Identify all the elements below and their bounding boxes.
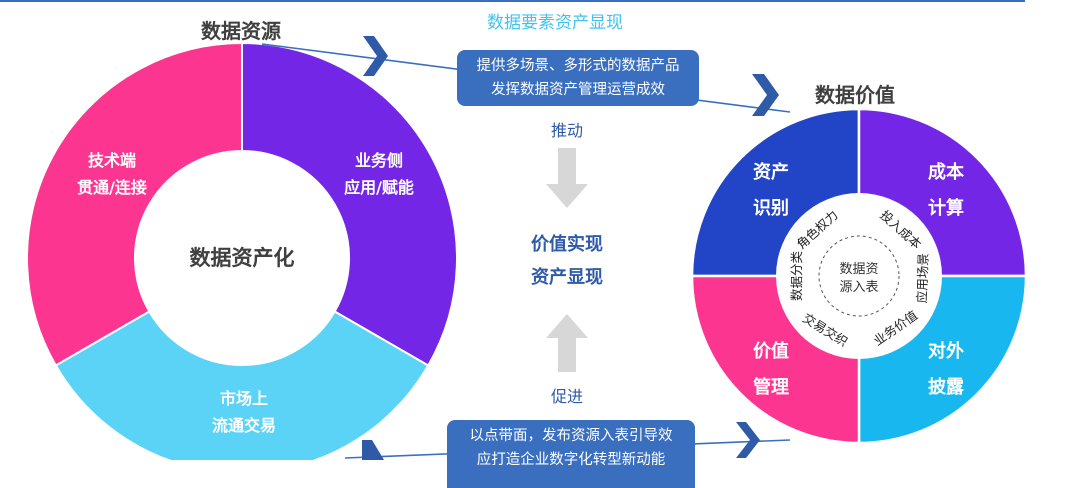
arrow-down-icon bbox=[546, 148, 588, 208]
left-segment-label: 应用/赋能 bbox=[344, 178, 414, 197]
left-segment-label: 技术端 bbox=[88, 151, 136, 170]
left-segment-label: 流通交易 bbox=[212, 416, 276, 435]
right-inner-disc bbox=[776, 193, 942, 359]
top-box-line: 发挥数据资产管理运营成效 bbox=[491, 82, 665, 98]
chevron-icon bbox=[736, 422, 760, 458]
bottom-box-line: 应打造企业数字化转型新动能 bbox=[476, 452, 666, 468]
bottom-text-box: 以点带面，发布资源入表引导效 应打造企业数字化转型新动能 bbox=[447, 420, 695, 488]
right-dashed-circle bbox=[818, 235, 900, 317]
top-rule bbox=[0, 0, 1025, 2]
right-quadrant-label: 对外 bbox=[928, 340, 964, 362]
arrow-up-icon bbox=[546, 314, 588, 372]
diagram-stage: 技术端贯通/连接 业务侧应用/赋能市场上流通交易 数据资产化 资产识别 成本计算对外披… bbox=[0, 0, 1028, 488]
right-quadrant-label: 识别 bbox=[753, 198, 789, 219]
right-inner-label: 数据分类 bbox=[789, 251, 804, 302]
right-title: 数据价值 bbox=[815, 83, 895, 107]
right-center-label: 源入表 bbox=[839, 280, 878, 295]
right-quadrant-label: 资产 bbox=[753, 161, 789, 183]
right-quadrant-label: 计算 bbox=[928, 197, 964, 219]
right-donut-chart: 资产识别成本计算对外披露价值管理数据资源入表角色权力投入成本应用场景业务价值交易… bbox=[690, 107, 1028, 445]
top-box-line: 提供多场景、多形式的数据产品 bbox=[476, 58, 680, 74]
chevron-icon bbox=[752, 74, 779, 116]
top-caption: 数据要素资产显现 bbox=[487, 13, 623, 33]
left-segment-label: 市场上 bbox=[220, 389, 268, 408]
middle-text: 价值实现 资产显现 bbox=[505, 228, 629, 294]
left-center-label: 数据资产化 bbox=[190, 246, 295, 270]
chevron-icon bbox=[362, 440, 384, 460]
middle-line: 资产显现 bbox=[531, 267, 603, 288]
left-donut-hole bbox=[135, 151, 349, 365]
top-text-box: 提供多场景、多形式的数据产品 发挥数据资产管理运营成效 bbox=[457, 50, 699, 106]
promote-label: 促进 bbox=[550, 387, 583, 406]
right-inner-label: 应用场景 bbox=[914, 253, 931, 304]
right-center-label: 数据资 bbox=[839, 262, 878, 277]
bottom-box-line: 以点带面，发布资源入表引导效 bbox=[469, 428, 673, 444]
left-title: 数据资源 bbox=[201, 19, 281, 43]
right-quadrant-label: 管理 bbox=[753, 376, 789, 398]
right-quadrant-label: 成本 bbox=[928, 161, 964, 183]
chevron-icon bbox=[363, 36, 388, 76]
right-quadrant-label: 披露 bbox=[928, 376, 965, 398]
left-segment-label: 贯通/连接 bbox=[77, 178, 147, 197]
middle-line: 价值实现 bbox=[531, 234, 603, 255]
right-quadrant-label: 价值 bbox=[753, 340, 789, 362]
left-segment-label: 业务侧 bbox=[355, 151, 403, 170]
push-label: 推动 bbox=[550, 121, 583, 140]
